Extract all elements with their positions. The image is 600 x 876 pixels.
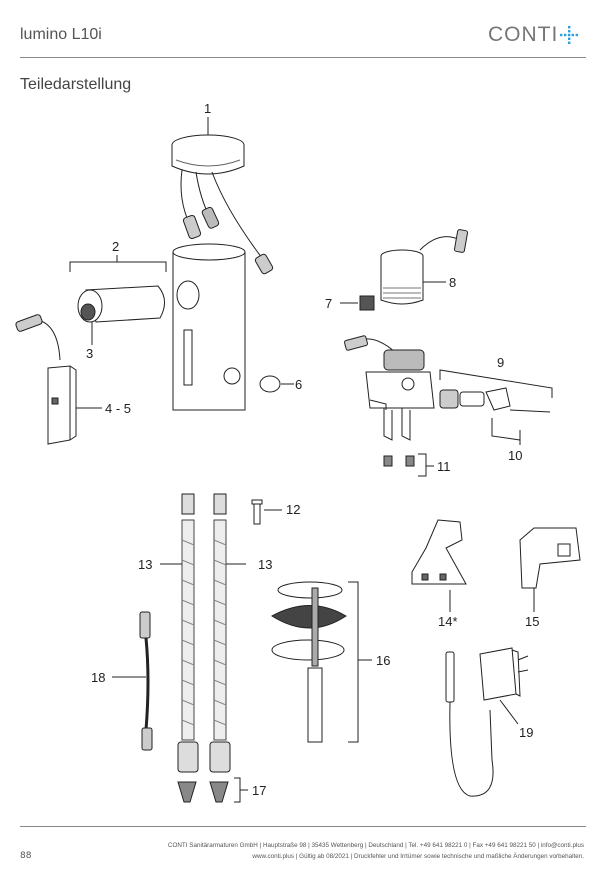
part-8-solenoid <box>380 229 469 305</box>
callout-15: 15 <box>525 614 539 629</box>
part-4-5-battery-box <box>15 314 102 445</box>
brand-logo: CONTI <box>488 22 580 48</box>
callout-13-right: 13 <box>258 557 272 572</box>
callout-9: 9 <box>497 355 504 370</box>
part-18-cable <box>112 611 153 751</box>
callout-13-left: 13 <box>138 557 152 572</box>
callout-2: 2 <box>112 239 119 254</box>
part-9-10-lever <box>439 369 553 445</box>
callout-18: 18 <box>91 670 105 685</box>
section-title: Teiledarstellung <box>20 76 132 93</box>
callout-16: 16 <box>376 653 390 668</box>
callout-19: 19 <box>519 725 533 740</box>
part-12-screw <box>251 499 282 525</box>
part-16-mounting-set <box>271 581 372 743</box>
faucet-body <box>172 243 246 411</box>
brand-cross-icon <box>560 26 579 44</box>
part-7-filter <box>340 295 375 311</box>
brand-logo-text: CONTI <box>488 23 559 46</box>
callout-11: 11 <box>437 459 451 474</box>
callout-17: 17 <box>252 783 266 798</box>
callout-8: 8 <box>449 275 456 290</box>
part-11-seals <box>383 453 434 477</box>
part-19-power-supply <box>445 647 529 797</box>
valve-assembly <box>344 335 435 441</box>
footer-line-2: www.conti.plus | Gültig ab 08/2021 | Dru… <box>252 853 584 860</box>
footer-contact: CONTI Sanitärarmaturen GmbH | Hauptstraß… <box>84 840 584 862</box>
callout-4-5: 4 - 5 <box>105 401 131 416</box>
part-1-sensor-head <box>171 134 274 275</box>
product-title: lumino L10i <box>20 26 102 43</box>
callout-7: 7 <box>325 296 332 311</box>
footer-divider <box>20 826 586 827</box>
part-15-bracket <box>519 527 581 612</box>
footer-line-1: CONTI Sanitärarmaturen GmbH | Hauptstraß… <box>167 842 584 849</box>
callout-6: 6 <box>295 377 302 392</box>
callout-10: 10 <box>508 448 522 463</box>
part-2-spout <box>69 261 167 323</box>
callout-12: 12 <box>286 502 300 517</box>
header-divider <box>20 57 586 58</box>
callout-14: 14* <box>438 614 458 629</box>
page-number: 88 <box>20 851 32 861</box>
part-17-filters <box>177 777 248 803</box>
part-6-cap <box>259 375 294 393</box>
part-13-hoses <box>160 493 246 773</box>
callout-3: 3 <box>86 346 93 361</box>
part-14-holder <box>411 519 467 612</box>
callout-1: 1 <box>204 101 211 116</box>
